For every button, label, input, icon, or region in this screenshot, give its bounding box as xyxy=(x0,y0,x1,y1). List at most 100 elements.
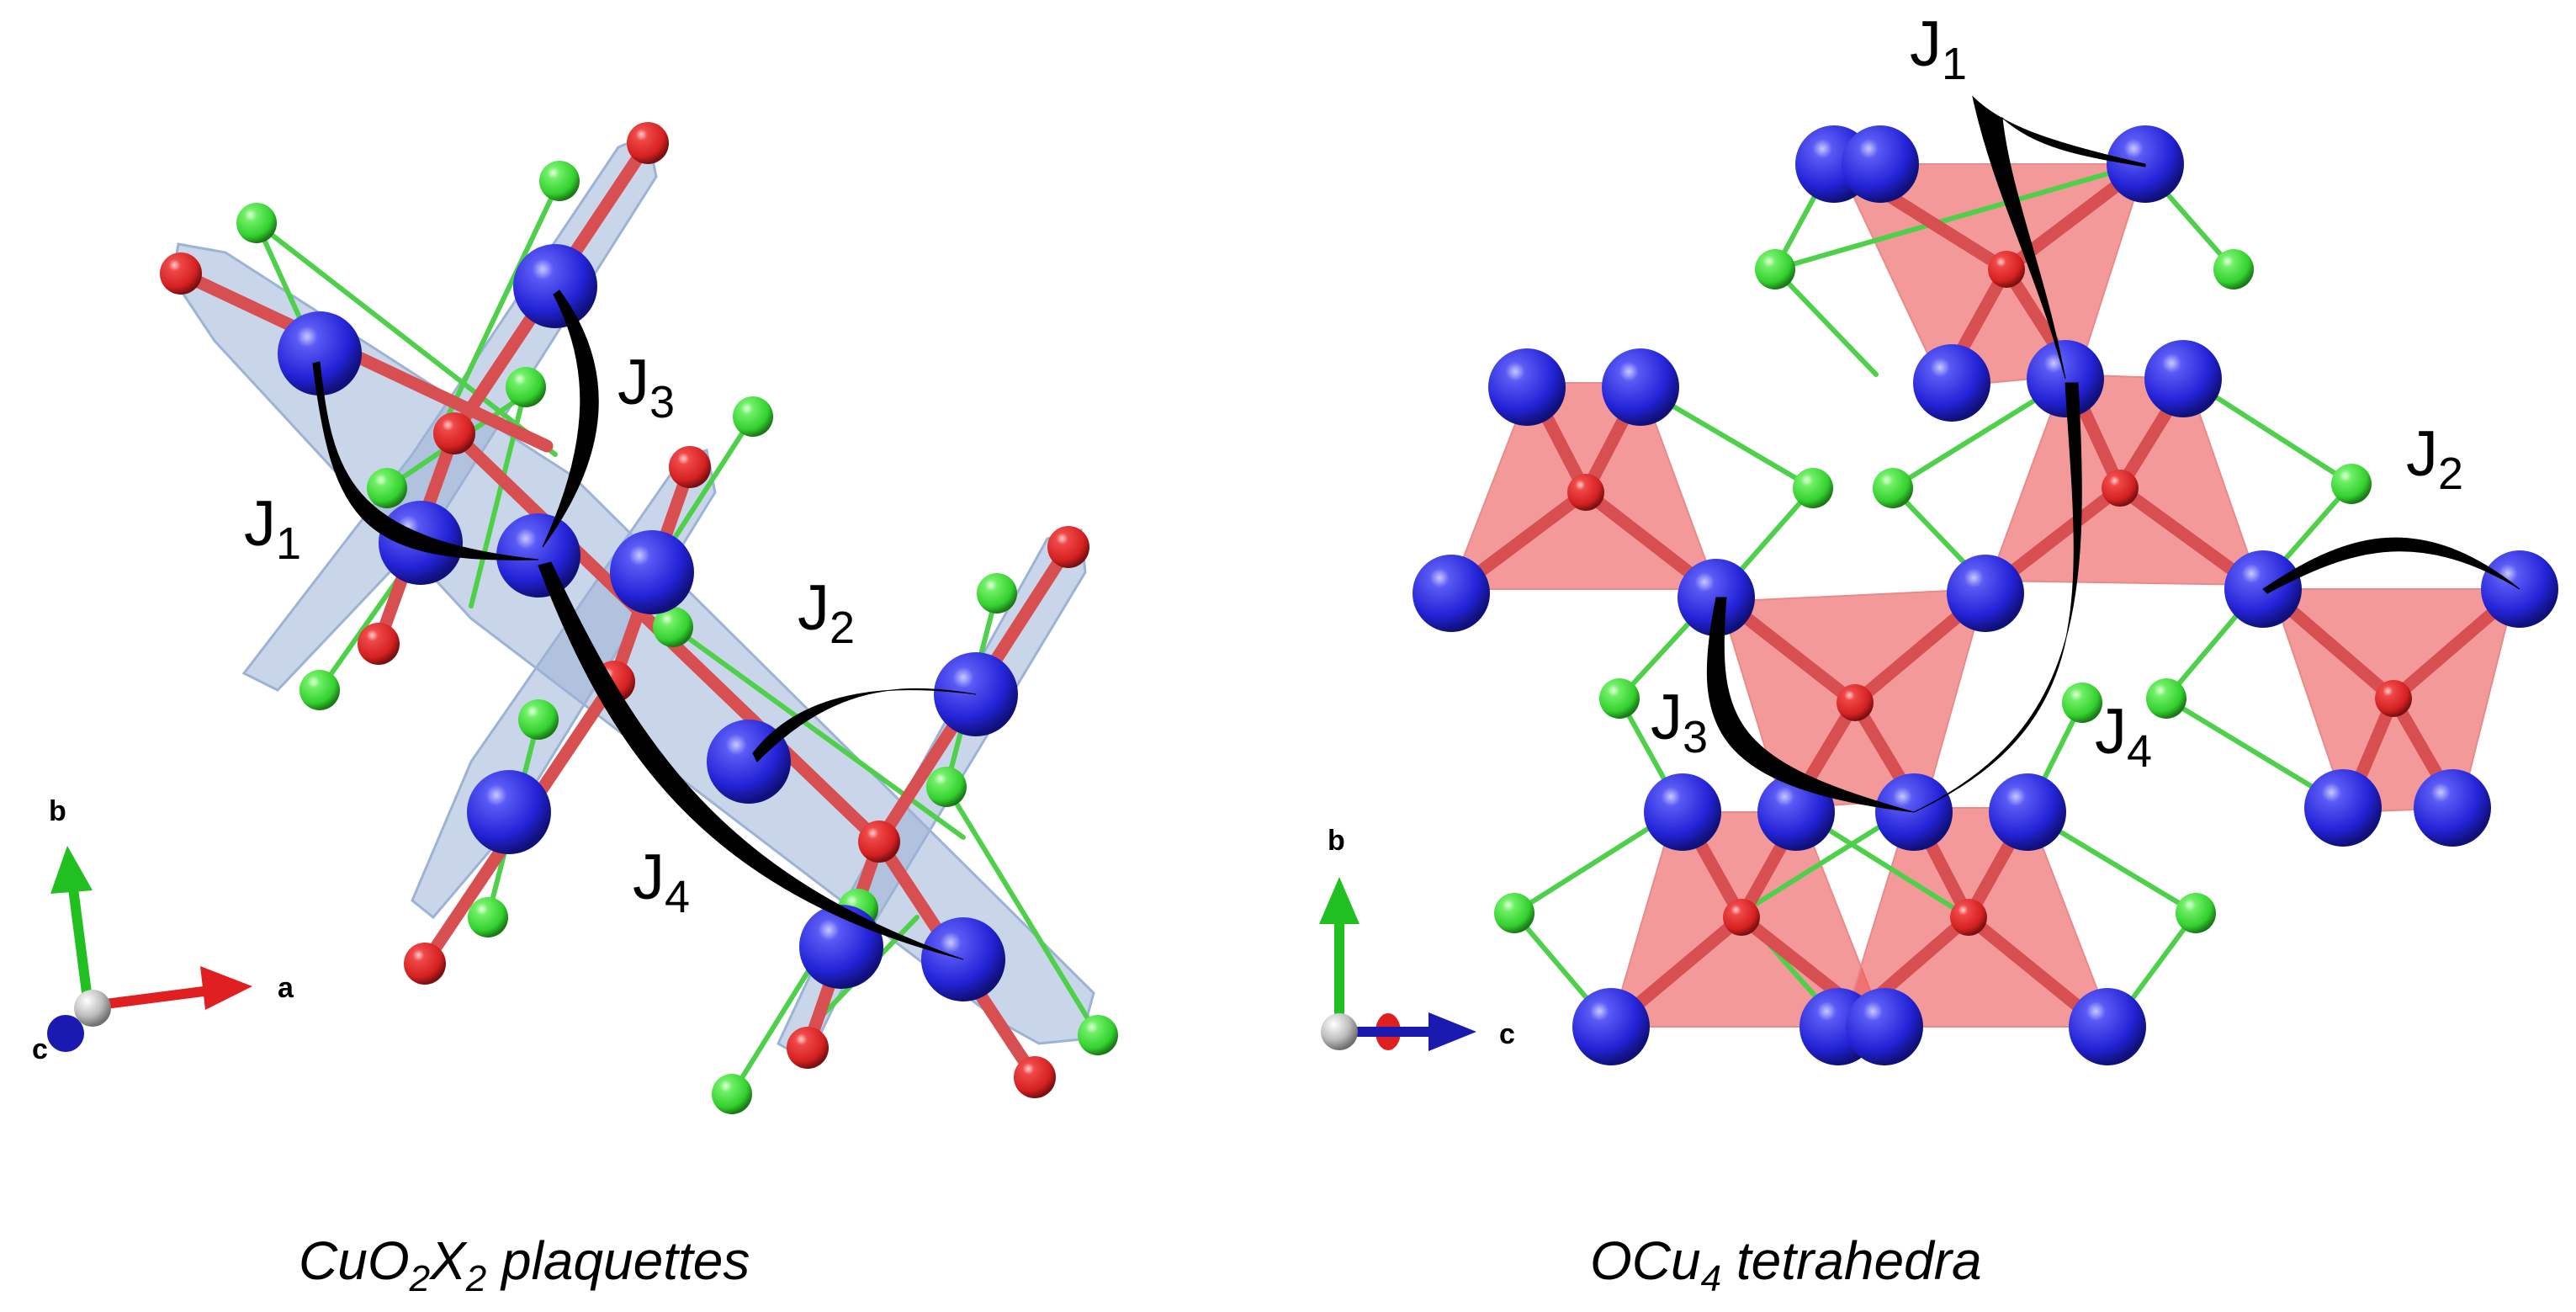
o-atom xyxy=(433,412,475,454)
cu-atom xyxy=(467,770,551,854)
x-bond xyxy=(944,784,1100,1038)
x-atom xyxy=(2146,678,2186,719)
cu-atom xyxy=(2414,769,2491,847)
x-atom-layer xyxy=(236,161,1118,1114)
axis-a-arrowhead xyxy=(200,966,252,1010)
cu-atom xyxy=(1644,773,1721,851)
o-atom xyxy=(160,252,202,295)
o-atom xyxy=(1950,899,1987,936)
axis-a-arrow xyxy=(92,984,224,1011)
x-atom xyxy=(518,699,559,740)
axis-triad-right: b c xyxy=(1319,825,1515,1051)
o-atom xyxy=(1047,526,1089,568)
x-atom xyxy=(733,396,773,437)
exchange-path-j2 xyxy=(2262,537,2520,594)
exchange-path-j1 xyxy=(1972,95,2146,380)
x-atom xyxy=(236,203,277,243)
o-atom xyxy=(1567,474,1604,511)
exchange-labels-left: J1 J2 J3 J4 xyxy=(244,347,855,922)
cu-atom xyxy=(1842,125,1919,203)
exchange-labels-right: J1 J2 J3 J4 xyxy=(1651,8,2463,777)
exchange-path-j3 xyxy=(542,289,599,548)
o-atom xyxy=(358,623,400,665)
exchange-path-j1 xyxy=(312,361,539,560)
caption-right: OCu4 tetrahedra xyxy=(1590,1230,1982,1299)
x-atom xyxy=(2331,464,2372,504)
exchange-label-j3: J3 xyxy=(617,347,675,428)
x-bond xyxy=(1512,810,1677,916)
x-bond xyxy=(439,178,562,432)
x-atom xyxy=(1599,678,1640,719)
exchange-paths-left xyxy=(312,289,977,960)
cu-atom xyxy=(1989,773,2066,851)
exchange-label-j4: J4 xyxy=(633,842,690,922)
o-atom xyxy=(2375,680,2412,717)
exchange-label-j4: J4 xyxy=(2095,696,2152,777)
axis-label-b: b xyxy=(1328,825,1345,857)
axis-c-arrowhead xyxy=(1428,1012,1476,1051)
exchange-path-j4 xyxy=(538,561,964,960)
o-atom-layer xyxy=(160,122,1089,1098)
axis-label-b: b xyxy=(49,795,66,827)
axis-label-c: c xyxy=(1499,1018,1515,1050)
exchange-paths-right xyxy=(1706,95,2520,813)
x-atom xyxy=(468,897,508,938)
x-atom xyxy=(1755,249,1795,289)
cu-atom xyxy=(1413,555,1490,632)
o-atom xyxy=(787,1027,829,1069)
cu-atom xyxy=(1572,988,1650,1065)
x-bond xyxy=(666,414,755,550)
axis-c-arrowhead xyxy=(47,1015,84,1052)
x-atom xyxy=(926,767,967,807)
axis-origin xyxy=(1321,1013,1358,1050)
cu-atom xyxy=(1488,348,1566,426)
caption-left: CuO2X2 plaquettes xyxy=(299,1230,750,1299)
x-bond xyxy=(254,220,558,457)
cu-atom xyxy=(1602,348,1679,426)
x-atom xyxy=(367,468,407,508)
cu-atom xyxy=(610,530,694,614)
axis-b-arrowhead xyxy=(50,846,93,894)
o-atom xyxy=(627,122,669,164)
o-atom xyxy=(669,446,711,488)
cu-atom xyxy=(2069,988,2146,1065)
axis-b-arrowhead xyxy=(1319,877,1360,924)
x-atom xyxy=(1873,468,1913,508)
x-atom xyxy=(2213,249,2254,289)
x-atom-layer-right xyxy=(1494,249,2372,933)
x-atom xyxy=(539,161,580,201)
exchange-path-j2 xyxy=(752,688,977,762)
cu-atom xyxy=(513,244,597,328)
left-panel-plaquettes: J1 J2 J3 J4 a b c CuO2X2 plaquettes xyxy=(32,122,1118,1299)
o-atom xyxy=(1014,1056,1056,1098)
cu-atom xyxy=(1913,344,1990,422)
cu-atom xyxy=(496,513,580,598)
o-atom xyxy=(2102,470,2139,507)
o-atom xyxy=(404,943,446,985)
exchange-label-j3: J3 xyxy=(1651,682,1708,762)
x-atom xyxy=(1494,893,1534,933)
o-atom xyxy=(858,821,900,863)
cu-atom xyxy=(278,311,362,396)
x-atom xyxy=(1793,468,1833,508)
o-atom xyxy=(1837,684,1874,721)
x-atom xyxy=(712,1074,752,1114)
right-panel-tetrahedra: J1 J2 J3 J4 b c OCu4 tetrahedra xyxy=(1319,8,2558,1299)
axis-b-arrow xyxy=(66,874,93,1007)
x-bond xyxy=(469,385,528,608)
cu-atom xyxy=(1846,988,1923,1065)
x-bond xyxy=(1773,162,2144,272)
x-atom xyxy=(2176,893,2216,933)
x-atom xyxy=(2062,683,2102,723)
x-bond xyxy=(1773,267,1879,377)
x-atom xyxy=(977,573,1017,614)
o-atom-layer-right xyxy=(1567,251,2412,936)
x-atom xyxy=(506,367,546,407)
axis-label-c: c xyxy=(32,1033,48,1065)
x-atom xyxy=(1078,1015,1118,1055)
exchange-label-j2: J2 xyxy=(2406,418,2463,499)
x-bond xyxy=(671,624,966,840)
cu-atom-layer-right xyxy=(1413,125,2558,1065)
cu-atom xyxy=(2304,769,2382,847)
